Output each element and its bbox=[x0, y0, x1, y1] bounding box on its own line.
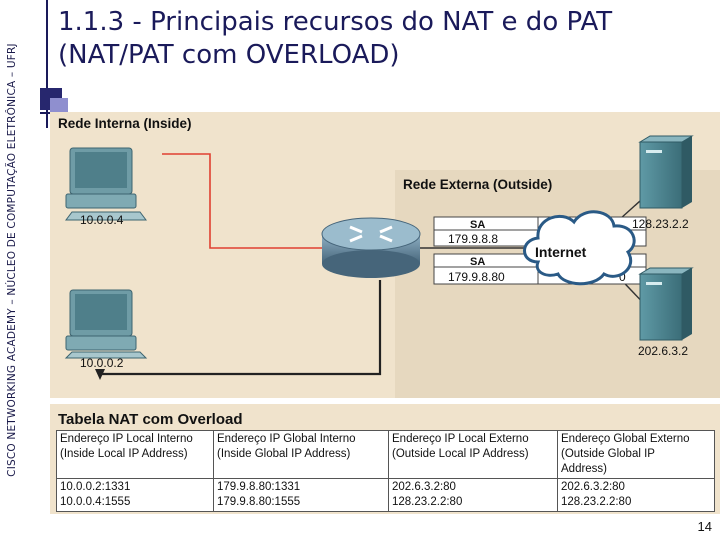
internet-label: Internet bbox=[535, 244, 587, 260]
packet-2-sa-value: 179.9.8.80 bbox=[448, 270, 505, 284]
route-arrow-down bbox=[95, 369, 105, 380]
table-cell: 202.6.3.2:80 128.23.2.2:80 bbox=[388, 478, 558, 512]
header-cell: Endereço Global Externo (Outside Global … bbox=[557, 430, 715, 479]
table-cell: 202.6.3.2:80 128.23.2.2:80 bbox=[557, 478, 715, 512]
header-cell: Endereço IP Local Externo (Outside Local… bbox=[388, 430, 558, 479]
server-top-ip: 128.23.2.2 bbox=[632, 217, 689, 231]
nat-table-panel: Tabela NAT com Overload Endereço IP Loca… bbox=[50, 404, 720, 514]
header-cell: Endereço IP Global Interno (Inside Globa… bbox=[213, 430, 389, 479]
header-cell: Endereço IP Local Interno (Inside Local … bbox=[56, 430, 214, 479]
title-line-1: 1.1.3 - Principais recursos do NAT e do … bbox=[58, 7, 613, 37]
nat-table: Endereço IP Local Interno (Inside Local … bbox=[56, 430, 715, 512]
decor-vertical-line bbox=[46, 0, 48, 128]
page-number: 14 bbox=[697, 519, 712, 534]
packet-2-sa-label: SA bbox=[470, 256, 485, 268]
decor-square-light bbox=[50, 98, 68, 112]
packet-1-sa-value: 179.9.8.8 bbox=[448, 232, 498, 246]
server-icon bbox=[638, 267, 694, 341]
pc-icon bbox=[65, 147, 147, 221]
slide-title: 1.1.3 - Principais recursos do NAT e do … bbox=[58, 6, 612, 72]
route-line-top bbox=[162, 153, 322, 249]
server-bottom-ip: 202.6.3.2 bbox=[638, 344, 688, 358]
packet-1-sa-label: SA bbox=[470, 219, 485, 231]
host-top-ip: 10.0.0.4 bbox=[80, 213, 124, 227]
pc-icon bbox=[64, 289, 148, 359]
table-header-row: Endereço IP Local Interno (Inside Local … bbox=[56, 430, 715, 479]
internet-cloud-icon bbox=[523, 210, 636, 286]
server-icon bbox=[638, 135, 694, 209]
table-row: 10.0.0.2:1331 10.0.0.4:1555 179.9.8.80:1… bbox=[56, 478, 715, 512]
title-line-2: (NAT/PAT com OVERLOAD) bbox=[58, 40, 400, 70]
table-cell: 10.0.0.2:1331 10.0.0.4:1555 bbox=[56, 478, 214, 512]
nat-table-title: Tabela NAT com Overload bbox=[58, 411, 243, 428]
inside-label: Rede Interna (Inside) bbox=[58, 116, 192, 131]
packet-2-da-suffix: 0 bbox=[619, 270, 626, 284]
network-divider bbox=[50, 398, 720, 404]
router-icon bbox=[321, 217, 421, 278]
side-banner: CISCO NETWORKING ACADEMY – NÚCLEO DE COM… bbox=[2, 0, 22, 520]
table-cell: 179.9.8.80:1331 179.9.8.80:1555 bbox=[213, 478, 389, 512]
nat-diagram: Rede Interna (Inside) Rede Externa (Outs… bbox=[50, 112, 720, 404]
outside-label: Rede Externa (Outside) bbox=[403, 177, 552, 192]
route-line-bottom bbox=[100, 280, 382, 376]
host-bottom-ip: 10.0.0.2 bbox=[80, 356, 124, 370]
side-banner-text: CISCO NETWORKING ACADEMY – NÚCLEO DE COM… bbox=[6, 43, 18, 477]
